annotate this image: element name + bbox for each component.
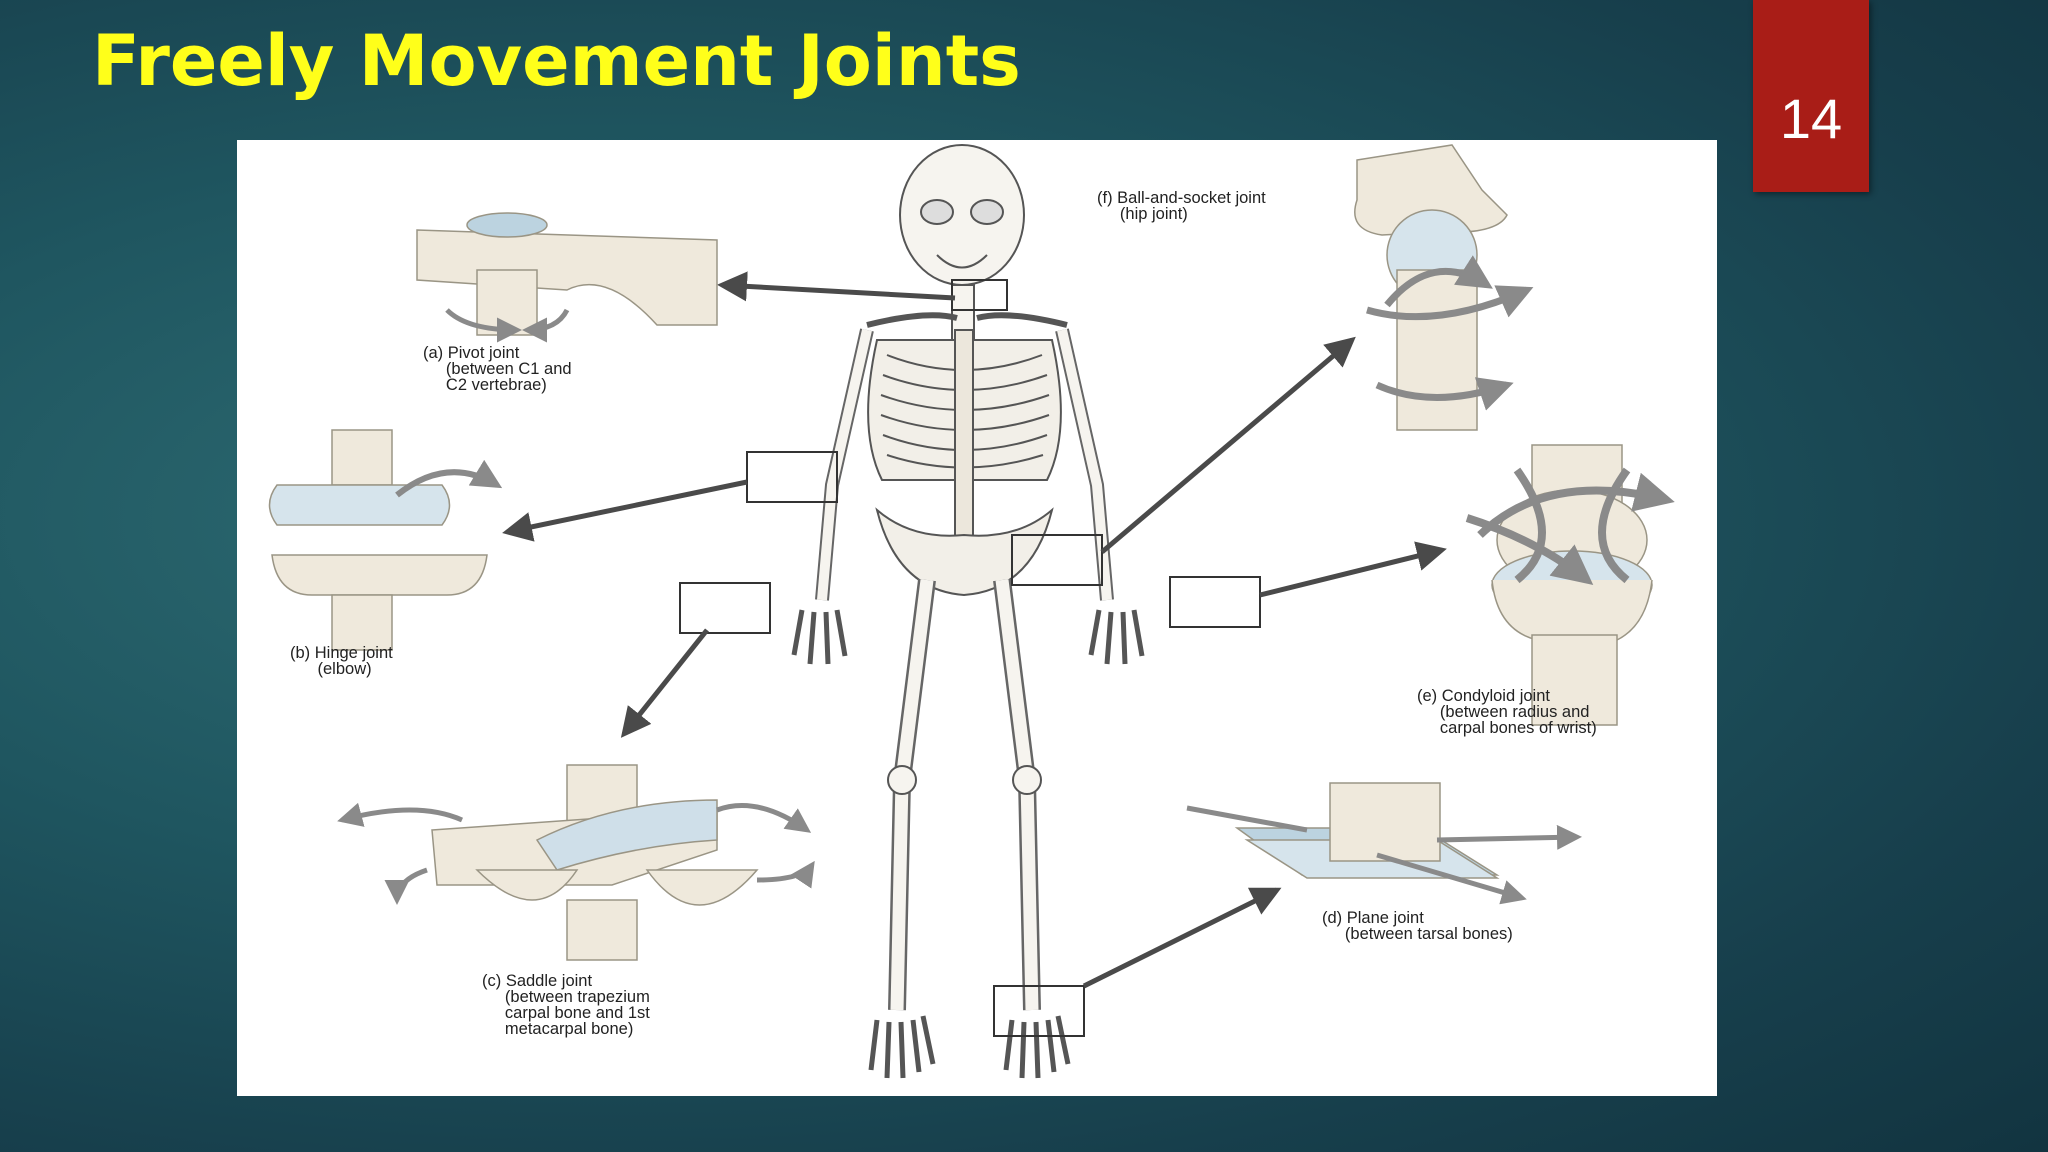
caption-condyloid-joint: (e) Condyloid joint (between radius and … xyxy=(1417,687,1597,737)
condyloid-joint-illustration xyxy=(1465,444,1675,726)
leader-arrows xyxy=(502,271,1447,989)
caption-hinge-joint: (b) Hinge joint (elbow) xyxy=(290,644,393,678)
pivot-joint-illustration xyxy=(416,212,718,343)
page-number: 14 xyxy=(1779,87,1843,150)
page-number-tab: 14 xyxy=(1753,0,1869,192)
skeleton xyxy=(791,144,1145,1079)
ball-socket-joint-illustration xyxy=(1354,144,1534,431)
caption-saddle-joint: (c) Saddle joint (between trapezium carp… xyxy=(482,972,650,1038)
saddle-joint-illustration xyxy=(337,764,815,961)
plane-joint-illustration xyxy=(1186,782,1582,905)
caption-pivot-joint: (a) Pivot joint (between C1 and C2 verte… xyxy=(423,344,572,394)
slide-title: Freely Movement Joints xyxy=(92,20,1021,102)
joint-highlight-boxes xyxy=(679,279,1261,1037)
hinge-joint-illustration xyxy=(268,429,503,651)
caption-ball-socket-joint: (f) Ball-and-socket joint (hip joint) xyxy=(1097,189,1266,223)
joints-illustration xyxy=(268,144,1675,1079)
joints-diagram: (a) Pivot joint (between C1 and C2 verte… xyxy=(237,140,1717,1096)
caption-plane-joint: (d) Plane joint (between tarsal bones) xyxy=(1322,909,1513,943)
